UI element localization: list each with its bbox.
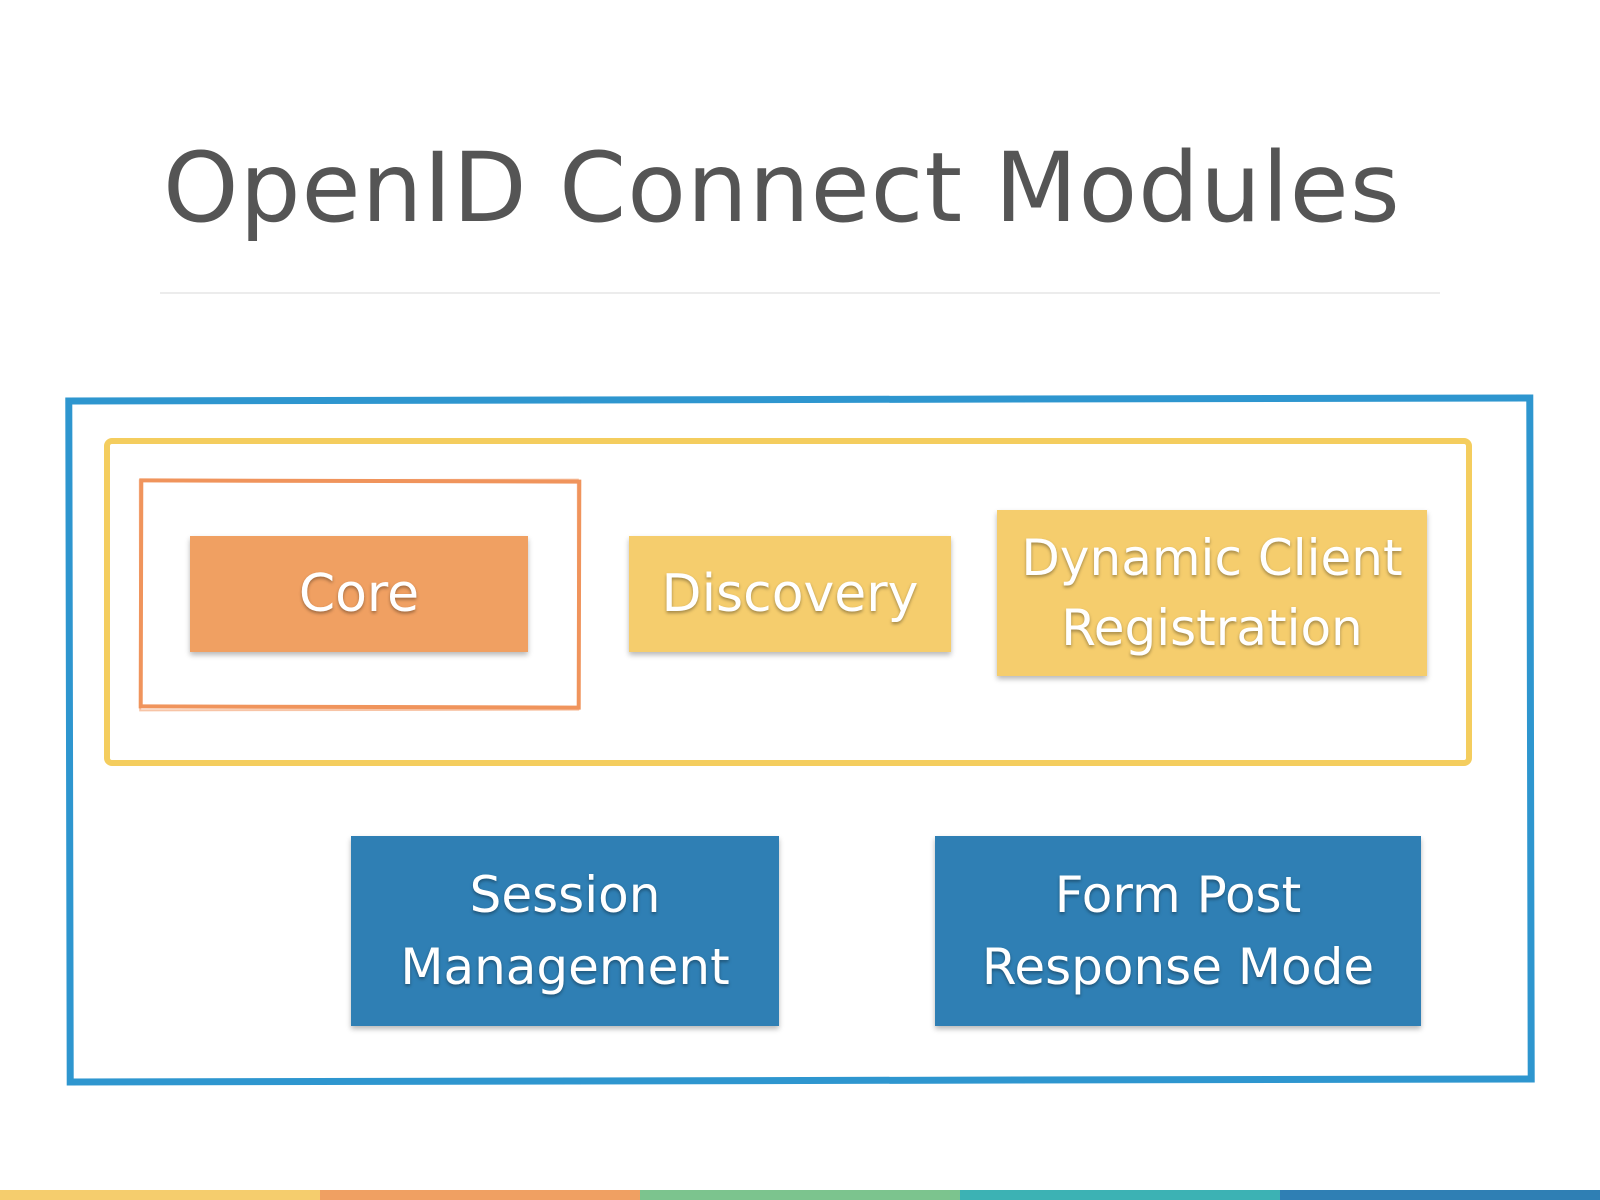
bottom-bar-segment <box>320 1190 640 1200</box>
module-core: Core <box>190 536 528 652</box>
module-dynamic-client-registration: Dynamic Client Registration <box>997 510 1427 676</box>
bottom-bar-segment <box>0 1190 320 1200</box>
basic-modules-frame <box>104 438 1472 766</box>
bottom-bar-segment <box>640 1190 960 1200</box>
bottom-bar-segment <box>960 1190 1280 1200</box>
bottom-color-bar <box>0 1190 1600 1200</box>
slide-title: OpenID Connect Modules <box>163 132 1401 244</box>
module-form-post-response-mode: Form Post Response Mode <box>935 836 1421 1026</box>
module-session-management: Session Management <box>351 836 779 1026</box>
bottom-bar-segment <box>1280 1190 1600 1200</box>
module-discovery: Discovery <box>629 536 951 652</box>
title-divider <box>160 292 1440 294</box>
